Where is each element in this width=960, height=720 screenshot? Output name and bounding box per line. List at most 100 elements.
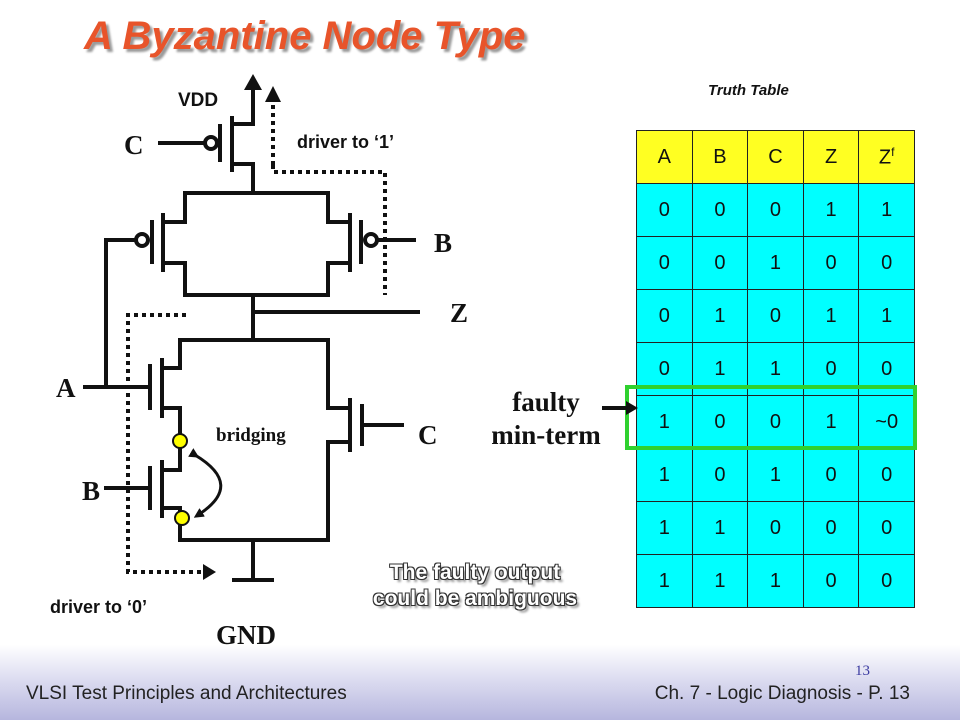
pmos-b-drain bbox=[326, 261, 352, 297]
table-cell: 0 bbox=[691, 183, 749, 237]
table-cell: 1 bbox=[802, 183, 860, 237]
header-cell-a: A bbox=[636, 130, 693, 184]
table-cell: 1 bbox=[747, 554, 804, 608]
header-zf-sup: f bbox=[891, 144, 895, 159]
truth-table-header-row: A B C Z Zf bbox=[636, 130, 915, 184]
input-b-top-label: B bbox=[434, 228, 453, 258]
table-cell: 0 bbox=[691, 395, 749, 449]
table-row: 1 1 0 0 0 bbox=[636, 501, 915, 555]
table-cell: 0 bbox=[747, 501, 804, 555]
faulty-arrow bbox=[602, 401, 638, 415]
table-cell: 0 bbox=[802, 236, 860, 290]
input-b-bottom-label: B bbox=[82, 476, 101, 506]
vdd-label: VDD bbox=[178, 90, 219, 111]
table-cell: 1 bbox=[747, 342, 804, 396]
ambiguous-line-2: could be ambiguous bbox=[372, 587, 578, 610]
table-cell: 0 bbox=[858, 236, 915, 290]
nmos-a-source bbox=[160, 406, 182, 442]
table-cell: 0 bbox=[691, 236, 749, 290]
pmos-b-source bbox=[326, 191, 352, 224]
table-cell: 1 bbox=[691, 289, 749, 343]
table-cell: 0 bbox=[636, 289, 693, 343]
input-a-label: A bbox=[56, 373, 76, 403]
table-row: 1 1 1 0 0 bbox=[636, 554, 915, 608]
nmos-c-source bbox=[326, 440, 352, 542]
table-row: 0 0 1 0 0 bbox=[636, 236, 915, 290]
table-cell: 1 bbox=[858, 289, 915, 343]
ambiguous-line-1: The faulty output bbox=[389, 561, 561, 584]
nmos-a-drain bbox=[160, 338, 182, 370]
table-cell: 0 bbox=[802, 501, 860, 555]
nmos-b-drain bbox=[160, 438, 182, 472]
slide-title: A Byzantine Node Type bbox=[84, 14, 526, 58]
table-row: 0 0 0 1 1 bbox=[636, 183, 915, 237]
driver-to-1-arrow bbox=[265, 86, 281, 102]
table-cell: 1 bbox=[747, 448, 804, 502]
nmos-c-drain bbox=[326, 338, 352, 410]
table-cell: ~0 bbox=[858, 395, 915, 449]
bridging-arc bbox=[188, 448, 223, 518]
table-cell: 1 bbox=[636, 554, 693, 608]
input-c-top-label: C bbox=[124, 130, 144, 160]
bridging-label: bridging bbox=[216, 425, 286, 446]
ambiguous-output-note: The faulty output could be ambiguous bbox=[330, 560, 620, 612]
bridge-node-bottom bbox=[174, 510, 190, 526]
table-cell: 1 bbox=[747, 236, 804, 290]
table-row: 0 1 1 0 0 bbox=[636, 342, 915, 396]
pmos-c-bubble bbox=[203, 135, 219, 151]
header-zf-base: Z bbox=[878, 146, 892, 169]
slide-footer bbox=[0, 645, 960, 720]
table-cell: 1 bbox=[636, 501, 693, 555]
table-cell: 1 bbox=[802, 289, 860, 343]
input-a-wire bbox=[104, 238, 138, 389]
table-cell: 0 bbox=[802, 448, 860, 502]
truth-table-title: Truth Table bbox=[708, 82, 789, 99]
table-cell: 1 bbox=[691, 554, 749, 608]
table-cell: 0 bbox=[747, 395, 804, 449]
table-row: 0 1 0 1 1 bbox=[636, 289, 915, 343]
cmos-circuit-diagram bbox=[83, 74, 420, 582]
table-cell: 0 bbox=[858, 342, 915, 396]
truth-table: A B C Z Zf 0 0 0 1 1 0 0 1 0 0 0 1 0 1 1… bbox=[636, 130, 915, 608]
page-number: 13 bbox=[855, 663, 870, 679]
nmos-b-source bbox=[160, 506, 182, 542]
table-cell: 0 bbox=[858, 554, 915, 608]
table-cell: 1 bbox=[691, 501, 749, 555]
driver-to-1-label: driver to ‘1’ bbox=[297, 132, 395, 152]
table-cell: 0 bbox=[858, 448, 915, 502]
header-cell-zf: Zf bbox=[858, 130, 915, 184]
table-cell: 1 bbox=[691, 342, 749, 396]
input-c-bottom-label: C bbox=[418, 420, 438, 450]
pmos-a-drain bbox=[161, 261, 187, 297]
faulty-minterm-label: faulty min-term bbox=[478, 386, 614, 452]
header-cell-c: C bbox=[747, 130, 804, 184]
table-row: 1 0 1 0 0 bbox=[636, 448, 915, 502]
header-cell-b: B bbox=[691, 130, 749, 184]
driver-to-0-arrow bbox=[203, 564, 216, 580]
footer-chapter: Ch. 7 - Logic Diagnosis - P. 13 bbox=[654, 683, 910, 704]
header-cell-z: Z bbox=[802, 130, 860, 184]
table-cell: 0 bbox=[636, 183, 693, 237]
table-cell: 0 bbox=[858, 501, 915, 555]
faulty-line-1: faulty bbox=[512, 387, 580, 417]
driver-to-0-label: driver to ‘0’ bbox=[50, 597, 148, 617]
table-cell: 0 bbox=[636, 342, 693, 396]
pmos-a-source bbox=[161, 191, 187, 224]
faulty-minterm-row: 1 0 0 1 ~0 bbox=[636, 395, 915, 449]
footer-course-title: VLSI Test Principles and Architectures bbox=[26, 683, 347, 704]
driver-to-1-path-lower bbox=[271, 165, 387, 295]
table-cell: 0 bbox=[802, 342, 860, 396]
table-cell: 1 bbox=[802, 395, 860, 449]
table-cell: 1 bbox=[636, 448, 693, 502]
table-cell: 1 bbox=[636, 395, 693, 449]
table-cell: 0 bbox=[691, 448, 749, 502]
bridge-node-top bbox=[172, 433, 188, 449]
table-cell: 0 bbox=[636, 236, 693, 290]
pmos-c-source bbox=[230, 116, 255, 126]
table-cell: 1 bbox=[858, 183, 915, 237]
vdd-arrow bbox=[244, 74, 262, 90]
table-cell: 0 bbox=[747, 289, 804, 343]
table-cell: 0 bbox=[802, 554, 860, 608]
driver-to-0-path bbox=[126, 313, 205, 574]
faulty-line-2: min-term bbox=[491, 420, 601, 450]
